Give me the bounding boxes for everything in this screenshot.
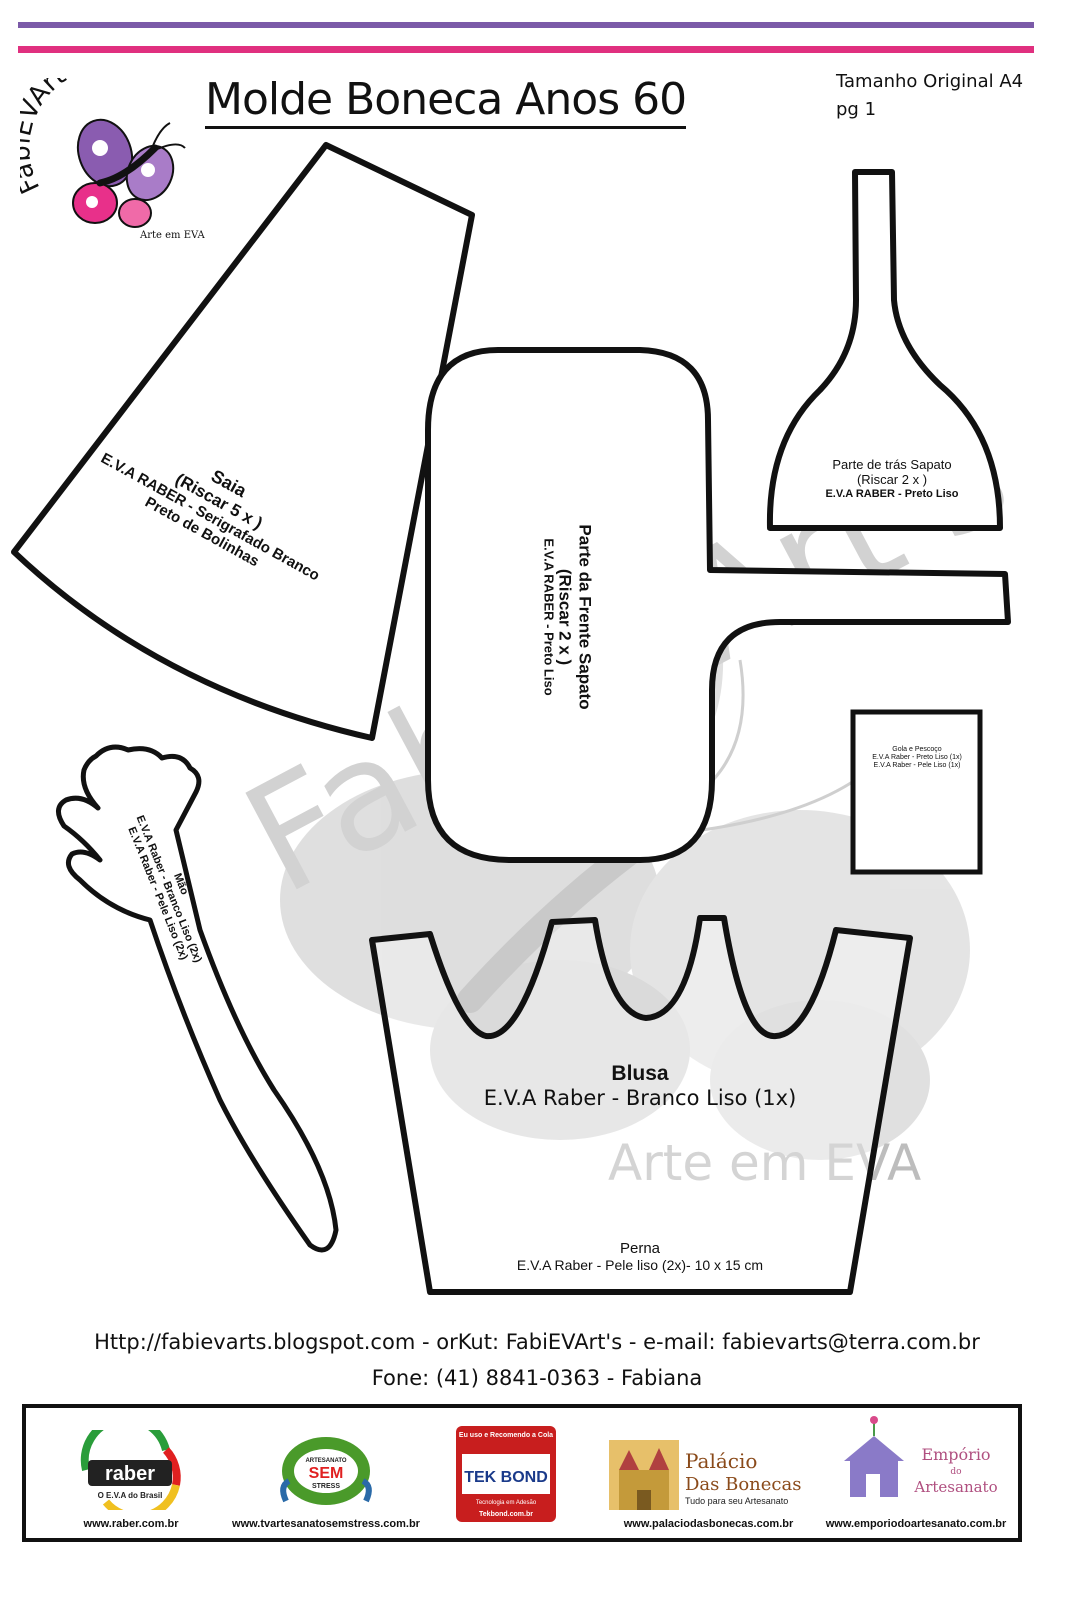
frente-sapato-piece xyxy=(425,347,1011,863)
tras-sapato-label: Parte de trás Sapato (Riscar 2 x ) E.V.A… xyxy=(812,457,972,501)
svg-text:raber: raber xyxy=(105,1463,155,1485)
frente-sapato-name: Parte da Frente Sapato xyxy=(575,524,595,710)
tras-sapato-material: E.V.A RABER - Preto Liso xyxy=(825,487,959,500)
emporio-url[interactable]: www.emporiodoartesanato.com.br xyxy=(825,1518,1007,1530)
raber-url[interactable]: www.raber.com.br xyxy=(83,1518,179,1530)
tras-sapato-piece xyxy=(766,169,1003,531)
blusa-material: E.V.A Raber - Branco Liso (1x) xyxy=(483,1086,797,1111)
svg-text:TEK BOND: TEK BOND xyxy=(464,1469,548,1486)
tras-sapato-count: (Riscar 2 x ) xyxy=(856,471,928,487)
mao-piece xyxy=(56,744,339,1253)
gola-name: Gola e Pescoço xyxy=(892,746,942,753)
svg-text:SEM: SEM xyxy=(309,1465,344,1482)
contact-line: Http://fabievarts.blogspot.com - orKut: … xyxy=(94,1330,980,1354)
perna-material: E.V.A Raber - Pele liso (2x)- 10 x 15 cm xyxy=(516,1257,764,1274)
pattern-sheet: FabiEVArt's Arte em EVA xyxy=(11,142,1035,1295)
page-title: Molde Boneca Anos 60 xyxy=(205,74,687,129)
phone-line: Fone: (41) 8841-0363 - Fabiana xyxy=(371,1366,703,1390)
raber-logo-icon: raber O E.V.A do Brasil xyxy=(80,1430,181,1510)
svg-text:STRESS: STRESS xyxy=(312,1483,340,1490)
svg-text:Tecnologia em Adesão: Tecnologia em Adesão xyxy=(476,1500,537,1506)
sem-stress-url[interactable]: www.tvartesanatosemstress.com.br xyxy=(232,1518,420,1530)
svg-text:Das Bonecas: Das Bonecas xyxy=(685,1474,801,1495)
gola-piece xyxy=(850,709,983,875)
sponsor-raber[interactable]: raber O E.V.A do Brasil www.raber.com.br xyxy=(36,1408,226,1538)
top-stripe-pink xyxy=(18,46,1034,53)
size-note-format: Tamanho Original A4 xyxy=(836,71,1024,92)
gola-material-2: E.V.A Raber - Pele Liso (1x) xyxy=(873,762,961,770)
svg-text:Eu uso e Recomendo a Cola: Eu uso e Recomendo a Cola xyxy=(459,1432,553,1439)
sponsor-bar: raber O E.V.A do Brasil www.raber.com.br… xyxy=(22,1404,1022,1542)
perna-label: Perna E.V.A Raber - Pele liso (2x)- 10 x… xyxy=(440,1240,840,1273)
frente-sapato-count: (Riscar 2 x ) xyxy=(556,568,576,666)
top-stripe-purple xyxy=(18,22,1034,28)
tekbond-logo-icon: Eu uso e Recomendo a Cola TEK BOND Tecno… xyxy=(456,1426,556,1522)
tras-sapato-name: Parte de trás Sapato xyxy=(832,457,952,472)
svg-text:Tudo para seu Artesanato: Tudo para seu Artesanato xyxy=(685,1496,788,1506)
butterfly-logo: FabiEVArt's Arte em EVA xyxy=(20,78,205,241)
frente-sapato-material: E.V.A RABER - Preto Liso xyxy=(541,538,557,696)
frente-sapato-label: Parte da Frente Sapato (Riscar 2 x ) E.V… xyxy=(541,524,595,709)
size-note: Tamanho Original A4 pg 1 xyxy=(836,68,1023,124)
emporio-logo-icon: Empório do Artesanato xyxy=(844,1416,998,1497)
palacio-url[interactable]: www.palaciodasbonecas.com.br xyxy=(623,1518,794,1530)
brand-tagline: Arte em EVA xyxy=(139,230,205,241)
blusa-label: Blusa E.V.A Raber - Branco Liso (1x) xyxy=(430,1062,850,1110)
svg-text:do: do xyxy=(950,1467,961,1477)
blusa-perna-piece xyxy=(369,915,913,1295)
svg-text:Palácio: Palácio xyxy=(685,1449,757,1473)
gola-label: Gola e Pescoço E.V.A Raber - Preto Liso … xyxy=(858,746,976,770)
saia-piece xyxy=(11,142,475,741)
sponsor-emporio[interactable]: Empório do Artesanato www.emporiodoartes… xyxy=(816,1408,1016,1538)
gola-material-1: E.V.A Raber - Preto Liso (1x) xyxy=(872,754,962,762)
sponsor-sem-stress[interactable]: ARTESANATO SEM STRESS www.tvartesanatose… xyxy=(221,1408,431,1538)
sponsor-palacio[interactable]: Palácio Das Bonecas Tudo para seu Artesa… xyxy=(601,1408,816,1538)
svg-text:O E.V.A do Brasil: O E.V.A do Brasil xyxy=(98,1491,163,1500)
sponsor-tekbond[interactable]: Eu uso e Recomendo a Cola TEK BOND Tecno… xyxy=(446,1408,566,1538)
blusa-name: Blusa xyxy=(611,1062,669,1085)
svg-text:Empório: Empório xyxy=(921,1445,990,1464)
svg-text:Artesanato: Artesanato xyxy=(913,1478,997,1496)
palacio-logo-icon: Palácio Das Bonecas Tudo para seu Artesa… xyxy=(609,1440,801,1510)
svg-text:ARTESANATO: ARTESANATO xyxy=(305,1458,346,1464)
sem-stress-logo-icon: ARTESANATO SEM STRESS xyxy=(280,1437,372,1505)
size-note-page: pg 1 xyxy=(836,99,877,120)
perna-name: Perna xyxy=(619,1240,661,1257)
svg-text:Tekbond.com.br: Tekbond.com.br xyxy=(479,1511,533,1518)
